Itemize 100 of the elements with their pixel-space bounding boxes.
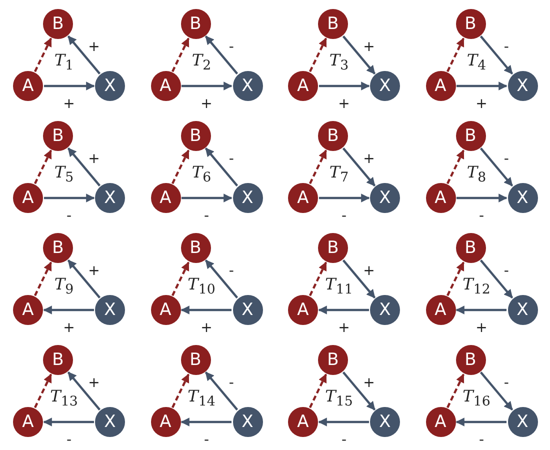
dashed-arrow — [308, 262, 328, 296]
edge-label: + — [476, 321, 488, 335]
edge-label: + — [363, 152, 375, 166]
node-circle: A — [288, 407, 318, 437]
arrow — [456, 82, 508, 90]
node-circle: A — [426, 183, 456, 213]
arrow — [342, 148, 376, 186]
edge-label: + — [63, 321, 75, 335]
edge-label: + — [88, 152, 100, 166]
edge-label: + — [88, 376, 100, 390]
motif-label: T$_{15}$ — [325, 386, 353, 410]
node-circle: A — [13, 295, 43, 325]
arrow — [182, 82, 232, 90]
edge-label: + — [476, 97, 488, 111]
motif-label: T$_{9}$ — [54, 274, 74, 298]
motif-label: T$_{6}$ — [192, 162, 212, 186]
dashed-arrow — [34, 150, 52, 184]
motif-label: T$_{3}$ — [329, 50, 349, 74]
motif-label: T$_{5}$ — [54, 162, 74, 186]
arrow — [204, 260, 238, 298]
node-circle: A — [150, 71, 180, 101]
dashed-arrow — [446, 38, 465, 72]
edge-label: + — [363, 40, 375, 54]
edge-label: + — [200, 321, 212, 335]
dashed-arrow — [308, 150, 328, 184]
node-circle: X — [232, 295, 262, 325]
arrow — [180, 306, 232, 314]
node-circle: A — [13, 407, 43, 437]
edge-label: - — [228, 40, 234, 54]
edge-label: + — [200, 97, 212, 111]
arrow — [318, 306, 369, 314]
edge-label: - — [478, 433, 484, 447]
node-circle: B — [180, 121, 210, 151]
node-circle: X — [95, 295, 125, 325]
node-circle: X — [370, 407, 400, 437]
node-circle: A — [426, 295, 456, 325]
arrow — [204, 148, 238, 186]
edge-label: + — [63, 97, 75, 111]
motif-label: T$_{10}$ — [188, 274, 216, 298]
edge-label: + — [88, 40, 100, 54]
node-circle: B — [456, 345, 486, 375]
edge-label: - — [204, 209, 210, 223]
arrow — [319, 194, 370, 202]
edge-label: - — [478, 209, 484, 223]
edge-label: + — [363, 264, 375, 278]
node-circle: B — [43, 233, 73, 263]
motif-label: T$_{7}$ — [329, 162, 349, 186]
arrow — [342, 372, 376, 410]
dashed-arrow — [308, 374, 328, 408]
edge-label: - — [228, 152, 234, 166]
arrow — [182, 194, 232, 202]
edge-label: - — [228, 264, 234, 278]
node-circle: B — [318, 121, 348, 151]
motif-label: T$_{1}$ — [54, 50, 74, 74]
dashed-arrow — [34, 374, 52, 408]
node-circle: B — [43, 9, 73, 39]
node-circle: A — [13, 71, 43, 101]
motif-label: T$_{16}$ — [462, 386, 490, 410]
arrow — [480, 36, 514, 74]
node-circle: X — [232, 183, 262, 213]
arrow — [456, 306, 506, 314]
edge-label: - — [504, 152, 509, 166]
edge-label: - — [66, 433, 72, 447]
edge-label: + — [338, 97, 350, 111]
arrow — [67, 260, 101, 298]
edge-label: - — [228, 376, 234, 390]
arrow — [44, 194, 95, 202]
arrow — [318, 418, 369, 426]
arrow — [204, 372, 238, 410]
node-circle: X — [508, 71, 538, 101]
arrow — [456, 194, 508, 202]
dashed-arrow — [34, 262, 52, 296]
node-circle: B — [456, 9, 486, 39]
node-circle: A — [288, 295, 318, 325]
arrow — [456, 418, 506, 426]
node-circle: A — [13, 183, 43, 213]
node-circle: X — [370, 71, 400, 101]
node-circle: B — [318, 9, 348, 39]
arrow — [342, 36, 376, 74]
edge-label: + — [338, 321, 350, 335]
motif-label: T$_{4}$ — [466, 50, 486, 74]
edge-label: - — [504, 376, 509, 390]
node-circle: B — [456, 233, 486, 263]
arrow — [67, 36, 101, 74]
arrow — [44, 82, 95, 90]
motif-label: T$_{14}$ — [188, 386, 216, 410]
motif-label: T$_{8}$ — [466, 162, 486, 186]
arrow — [204, 36, 238, 74]
arrow — [480, 260, 514, 298]
dashed-arrow — [171, 374, 190, 408]
edge-label: - — [341, 433, 347, 447]
node-circle: A — [288, 183, 318, 213]
node-circle: A — [150, 407, 180, 437]
node-circle: X — [370, 295, 400, 325]
node-circle: B — [180, 233, 210, 263]
node-circle: B — [43, 121, 73, 151]
edge-label: + — [363, 376, 375, 390]
dashed-arrow — [34, 38, 52, 72]
arrow — [319, 82, 370, 90]
node-circle: B — [43, 345, 73, 375]
